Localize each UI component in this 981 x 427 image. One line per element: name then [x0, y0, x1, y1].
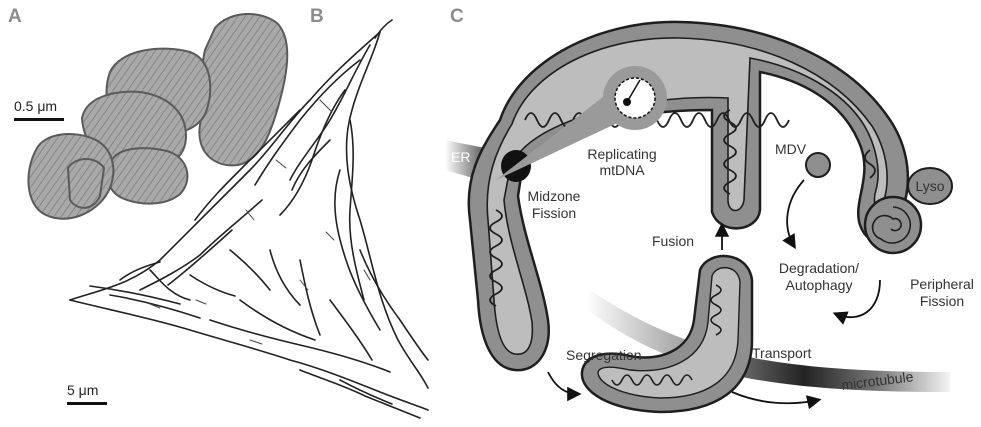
mdv-degradation-arrow	[787, 180, 804, 246]
mdv-vesicle	[806, 153, 830, 177]
mtdna-ring	[615, 78, 655, 118]
label-midzone-1: Midzone	[528, 188, 581, 204]
label-lyso: Lyso	[915, 178, 944, 194]
segregation-arrow	[548, 372, 578, 394]
label-er: ER	[451, 149, 470, 165]
label-degradation-1: Degradation/	[779, 260, 859, 276]
label-mdv: MDV	[775, 141, 807, 157]
label-midzone-2: Fission	[532, 205, 576, 221]
label-peripheral-1: Peripheral	[910, 276, 974, 292]
label-replicating-1: Replicating	[587, 146, 656, 162]
label-transport: Transport	[752, 345, 812, 361]
transport-arrow	[732, 392, 818, 403]
label-segregation: Segregation	[566, 347, 642, 363]
label-fusion: Fusion	[652, 233, 694, 249]
label-degradation-2: Autophagy	[786, 277, 853, 293]
label-replicating-2: mtDNA	[599, 162, 645, 178]
label-peripheral-2: Fission	[920, 293, 964, 309]
